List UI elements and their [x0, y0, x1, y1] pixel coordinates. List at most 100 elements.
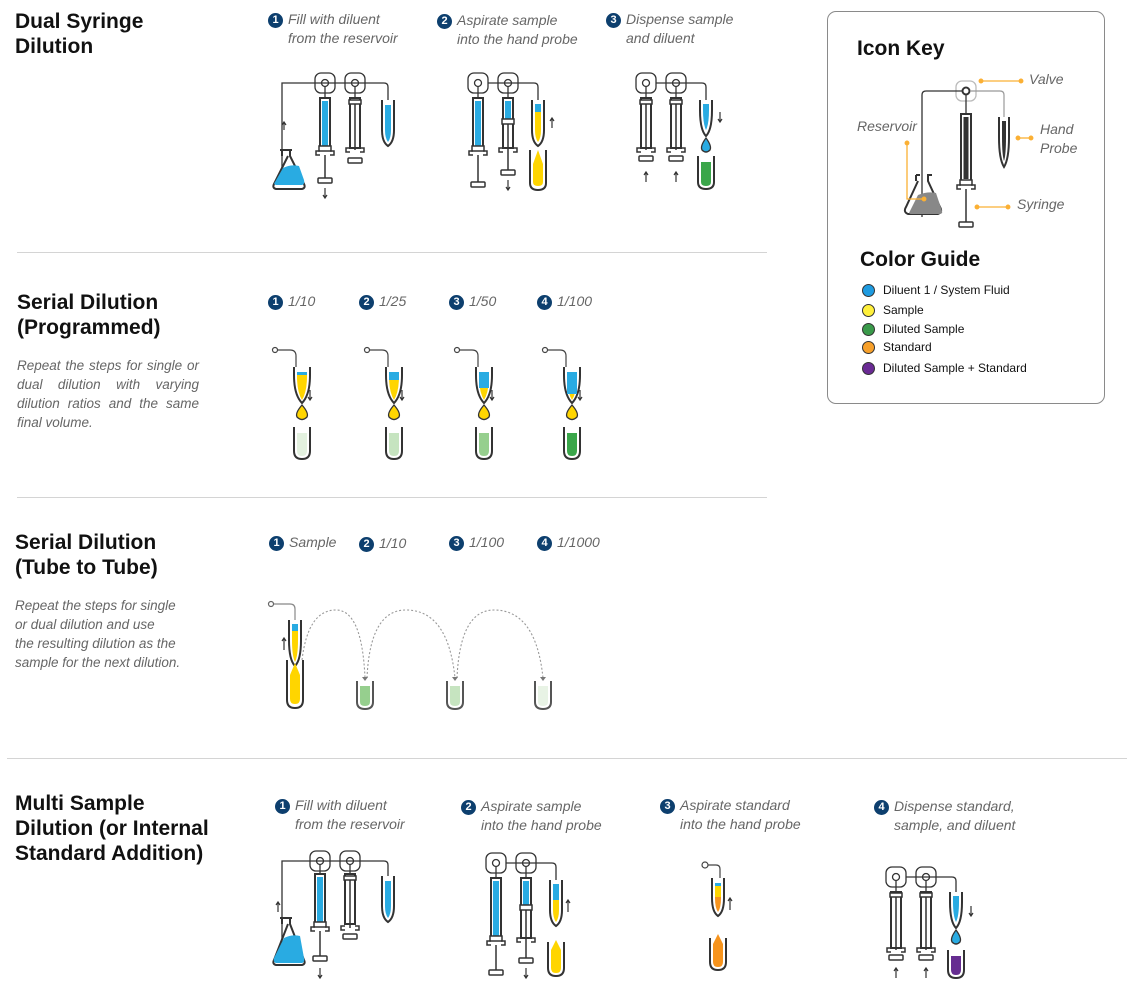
probe-dispense-1-50 — [453, 346, 495, 460]
droplet-icon — [700, 136, 712, 153]
arrow-up-icon — [281, 120, 287, 130]
section-description: Repeat the steps for single or dual dilu… — [17, 358, 199, 430]
color-guide-item-diluent: Diluent 1 / System Fluid — [862, 283, 1010, 297]
icon-key-illustration — [903, 78, 1034, 228]
step-text: Sample — [289, 534, 337, 550]
tubing-line — [281, 82, 389, 175]
key-label-hand-probe: Hand Probe — [1040, 120, 1077, 158]
color-swatch-diluted-sample-standard — [862, 362, 875, 375]
section-title-serial-programmed: Serial Dilution (Programmed) — [17, 290, 161, 340]
valve-icon — [267, 600, 275, 608]
color-swatch-diluent — [862, 284, 875, 297]
diluent-fluid — [274, 165, 305, 185]
step-text: 1/100 — [557, 293, 593, 309]
multi-step2-illustration — [485, 852, 571, 980]
tubing-line — [921, 90, 962, 217]
arrow-down-icon — [317, 968, 323, 980]
leader-lines — [904, 78, 1034, 210]
sample-tube-icon — [529, 150, 547, 192]
label-line: Hand — [1040, 121, 1074, 137]
title-line: Dilution (or Internal — [15, 817, 209, 840]
transfer-arc — [456, 609, 544, 679]
section-divider — [17, 497, 767, 498]
dual-step2-illustration — [467, 72, 555, 192]
arrow-up-icon — [923, 966, 929, 978]
arrow-up-icon — [565, 898, 571, 912]
step-number-badge: 4 — [537, 295, 552, 310]
step-number-badge: 3 — [449, 295, 464, 310]
step-number-badge: 3 — [606, 13, 621, 28]
hand-probe-icon — [711, 878, 725, 918]
step-number-badge: 2 — [461, 800, 476, 815]
tube-step-4: 4 1/1000 — [537, 533, 600, 552]
multi-step1-illustration — [272, 850, 395, 980]
desc-line: Repeat the steps for single — [15, 598, 176, 613]
syringe-icon — [486, 877, 506, 976]
title-line: Serial Dilution — [17, 291, 159, 314]
desc-line: or dual dilution and use — [15, 617, 155, 632]
hand-probe-icon — [531, 100, 545, 148]
programmed-step-4: 4 1/100 — [537, 292, 592, 311]
syringe-icon — [345, 97, 365, 164]
step-number-badge: 4 — [874, 800, 889, 815]
step-text: sample, and diluent — [894, 817, 1016, 833]
desc-line: sample for the next dilution. — [15, 655, 181, 670]
probe-dispense-1-25 — [363, 346, 405, 460]
dilution-tube-1-100 — [446, 681, 464, 711]
section-title-serial-tube: Serial Dilution (Tube to Tube) — [15, 530, 158, 580]
step-text: 1/1000 — [557, 534, 600, 550]
step-number-badge: 1 — [268, 13, 283, 28]
arrow-up-icon — [727, 896, 733, 910]
syringe-icon — [916, 891, 936, 961]
arrow-head-icon — [452, 677, 458, 681]
transfer-arrows — [301, 609, 544, 679]
syringe-icon — [310, 873, 330, 962]
color-guide-item-diluted-sample-standard: Diluted Sample + Standard — [862, 361, 1027, 375]
reservoir-fluid — [909, 192, 943, 214]
syringe-icon — [468, 97, 488, 188]
color-guide-title: Color Guide — [860, 248, 981, 271]
color-guide-label: Sample — [883, 303, 924, 317]
step-text: 1/10 — [379, 535, 407, 551]
color-guide-item-sample: Sample — [862, 303, 924, 317]
programmed-step-3: 3 1/50 — [449, 292, 496, 311]
tubing-line — [488, 82, 539, 100]
step-text: from the reservoir — [295, 816, 405, 832]
color-guide-item-standard: Standard — [862, 340, 932, 354]
tubing-line — [506, 862, 557, 880]
step-text: from the reservoir — [288, 30, 398, 46]
droplet-icon — [950, 928, 962, 945]
syringe-icon — [315, 97, 335, 184]
multi-step3-illustration — [701, 861, 733, 972]
dilution-tube-1-10 — [356, 681, 374, 711]
title-line: Dilution — [15, 35, 94, 58]
hand-probe-icon — [288, 620, 302, 668]
syringe-icon — [498, 97, 518, 176]
syringe-icon — [636, 97, 656, 162]
title-line: Standard Addition) — [15, 842, 204, 865]
step-number-badge: 2 — [359, 537, 374, 552]
transfer-arc — [301, 609, 366, 679]
key-label-valve: Valve — [1029, 71, 1064, 87]
step-number-badge: 4 — [537, 536, 552, 551]
transfer-arc — [366, 609, 456, 679]
title-line: Serial Dilution — [15, 531, 157, 554]
step-text: 1/50 — [469, 293, 497, 309]
section-divider — [17, 252, 767, 253]
key-label-syringe: Syringe — [1017, 196, 1065, 212]
result-tube-icon — [697, 156, 715, 191]
valve-icon — [350, 78, 360, 88]
tube-step-2: 2 1/10 — [359, 534, 406, 553]
dual-step3-illustration — [635, 72, 723, 191]
color-guide-label: Diluted Sample — [883, 322, 965, 336]
section-divider — [7, 758, 1127, 759]
step-text: and diluent — [626, 30, 695, 46]
color-swatch-diluted-sample — [862, 323, 875, 336]
diluent-fluid — [273, 935, 305, 963]
syringe-icon — [666, 97, 686, 162]
